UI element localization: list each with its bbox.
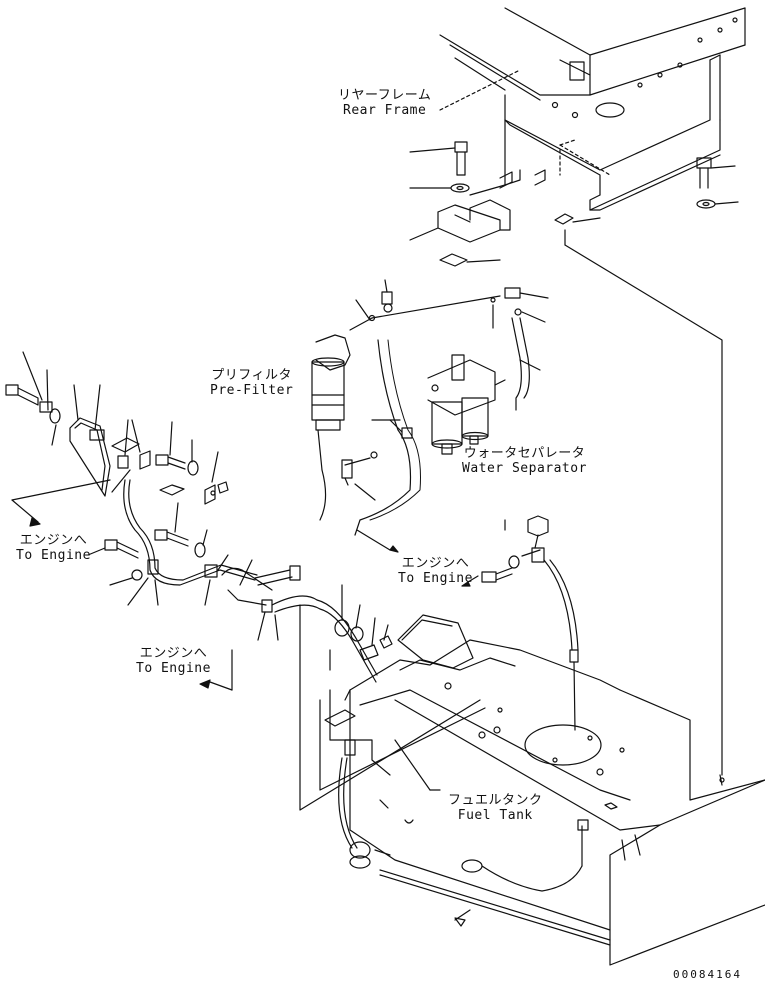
to-engine-middle-label-jp: エンジンへ xyxy=(139,646,208,661)
rear-frame-label-jp: リヤーフレーム xyxy=(338,88,432,103)
pre-filter-hose xyxy=(341,339,421,553)
pre-filter-label-jp: プリフィルタ xyxy=(211,368,293,383)
rear-frame-label-en: Rear Frame xyxy=(343,103,427,118)
fuel-tank xyxy=(324,614,765,966)
frame-tank-leader xyxy=(564,229,723,776)
fuel-line-left xyxy=(123,479,301,613)
to-engine-middle-label-en: To Engine xyxy=(136,661,211,676)
water-separator xyxy=(427,354,506,455)
pre-filter xyxy=(311,279,501,521)
tank-line-fittings xyxy=(271,584,393,683)
to-engine-right-label-en: To Engine xyxy=(398,571,473,586)
to-engine-left-label-en: To Engine xyxy=(16,548,91,563)
water-separator-label-en: Water Separator xyxy=(462,461,587,476)
pre-filter-label: プリフィルタ Pre-Filter xyxy=(210,368,293,398)
fuel-tank-label: フュエルタンク Fuel Tank xyxy=(448,793,543,823)
to-engine-middle-label: エンジンへ To Engine xyxy=(136,646,211,676)
fuel-tank-label-en: Fuel Tank xyxy=(457,808,533,823)
tank-return-line xyxy=(461,515,579,731)
middle-bolts xyxy=(87,502,279,641)
to-engine-left-label-jp: エンジンへ xyxy=(19,533,88,548)
to-engine-left-arrow xyxy=(11,479,111,527)
frame-bolts xyxy=(409,141,739,225)
left-piping xyxy=(5,351,229,505)
rear-frame-label: リヤーフレーム Rear Frame xyxy=(338,88,431,118)
pre-filter-label-en: Pre-Filter xyxy=(210,383,294,398)
to-engine-left-label: エンジンへ To Engine xyxy=(16,533,91,563)
to-engine-right-label: エンジンへ To Engine xyxy=(398,556,473,586)
to-engine-right-label-jp: エンジンへ xyxy=(401,556,470,571)
fuel-tank-label-jp: フュエルタンク xyxy=(448,793,543,808)
rear-frame xyxy=(439,7,746,211)
tank-leaders xyxy=(199,604,486,811)
drawing-number: 00084164 xyxy=(673,968,742,981)
water-separator-label-jp: ウォータセパレータ xyxy=(463,446,586,461)
frame-bracket xyxy=(409,139,611,267)
separator-hose xyxy=(490,287,549,411)
water-separator-label: ウォータセパレータ Water Separator xyxy=(462,446,587,476)
